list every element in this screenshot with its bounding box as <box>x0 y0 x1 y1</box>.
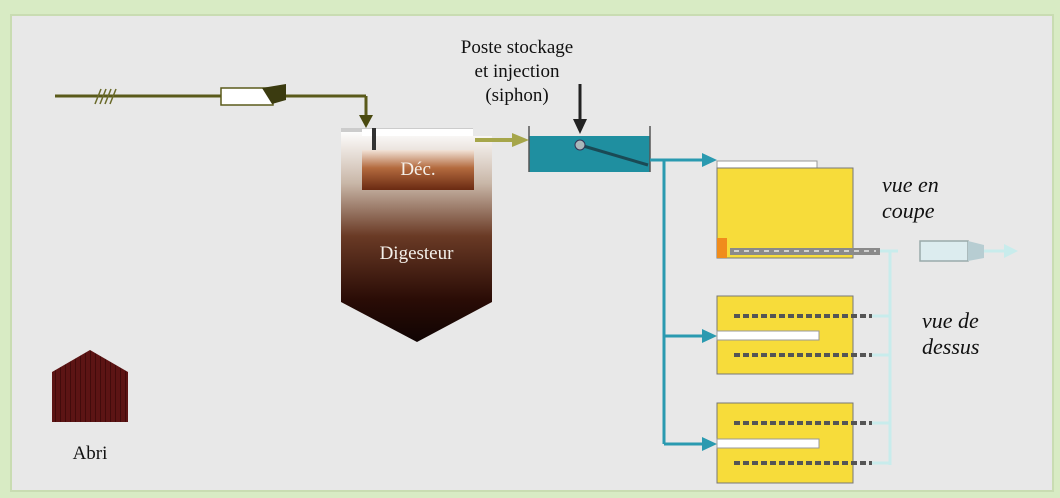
distribution-arrows <box>702 153 717 451</box>
inlet-box <box>220 84 286 106</box>
hatch-marks <box>94 88 117 105</box>
storage-post-label-2: et injection <box>474 61 560 82</box>
decanter-box <box>362 150 474 190</box>
decanter-label: Déc. <box>400 159 436 180</box>
top-view-label-1: vue de <box>922 308 979 333</box>
storage-post-label-3: (siphon) <box>485 85 549 106</box>
siphon-arrow <box>573 84 587 134</box>
inlet-pipe <box>55 94 373 128</box>
filter-section-view <box>716 160 880 259</box>
shelter-label: Abri <box>72 443 108 464</box>
siphon-tank <box>528 126 651 172</box>
digester-outlet-pipe <box>475 133 529 147</box>
section-view-label-2: coupe <box>882 198 935 223</box>
storage-post-label-1: Poste stockage <box>460 37 574 58</box>
top-view-label-2: dessus <box>922 334 980 359</box>
filter-top-view-2 <box>716 402 872 484</box>
section-view-label-1: vue en <box>882 172 939 197</box>
digester-label: Digesteur <box>379 243 454 264</box>
collector-pipes <box>872 249 1010 465</box>
outlet-box <box>919 240 984 262</box>
inlet-pipe-stub <box>372 128 376 150</box>
shelter-icon <box>52 350 128 422</box>
distribution-pipes <box>650 158 705 446</box>
outlet-arrow <box>1004 244 1018 258</box>
filter-top-view-1 <box>716 295 872 375</box>
